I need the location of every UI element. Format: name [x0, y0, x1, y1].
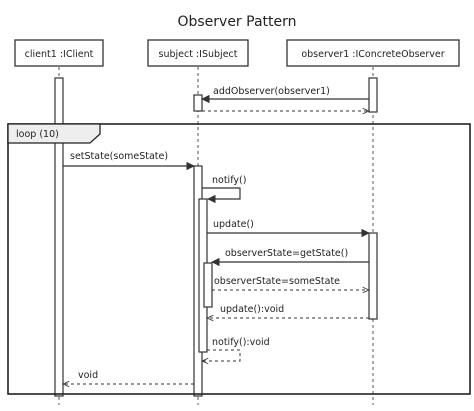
- message-add-observer-label: addObserver(observer1): [213, 86, 330, 97]
- activation-observer-add: [368, 77, 378, 113]
- activation-subject-getstate: [203, 262, 213, 308]
- participant-subject: subject :ISubject: [147, 39, 249, 67]
- participant-client-box: [14, 39, 104, 67]
- participant-observer-label: observer1 :IConcreteObserver: [301, 49, 444, 60]
- loop-frame-border: [7, 123, 471, 395]
- return-notify-label: notify():void: [212, 337, 270, 348]
- participant-client: client1 :IClient: [14, 39, 104, 67]
- loop-label-tab: [7, 123, 101, 144]
- loop-frame: loop (10): [7, 123, 471, 395]
- message-notify-arrow: [202, 187, 241, 204]
- diagram-title: Observer Pattern: [177, 14, 296, 30]
- participant-observer: observer1 :IConcreteObserver: [286, 39, 460, 67]
- activation-subject-add: [193, 94, 203, 112]
- participant-subject-box: [147, 39, 249, 67]
- return-update-label: update():void: [220, 304, 284, 315]
- message-set-state-label: setState(someState): [70, 151, 168, 162]
- activation-client: [54, 77, 64, 397]
- participant-client-label: client1 :IClient: [25, 49, 94, 60]
- lifelines: [58, 67, 374, 405]
- participant-subject-label: subject :ISubject: [159, 49, 238, 60]
- message-get-state-label: observerState=getState(): [225, 248, 348, 259]
- return-void-label: void: [78, 370, 98, 381]
- message-notify-label: notify(): [212, 175, 246, 186]
- return-assign-state-label: observerState=someState: [214, 276, 340, 287]
- return-notify-arrow: [202, 349, 241, 361]
- loop-label: loop (10): [16, 129, 59, 140]
- activations: [54, 77, 378, 397]
- message-update-label: update(): [213, 219, 254, 230]
- participant-observer-box: [286, 39, 460, 67]
- activation-observer-update: [368, 232, 378, 320]
